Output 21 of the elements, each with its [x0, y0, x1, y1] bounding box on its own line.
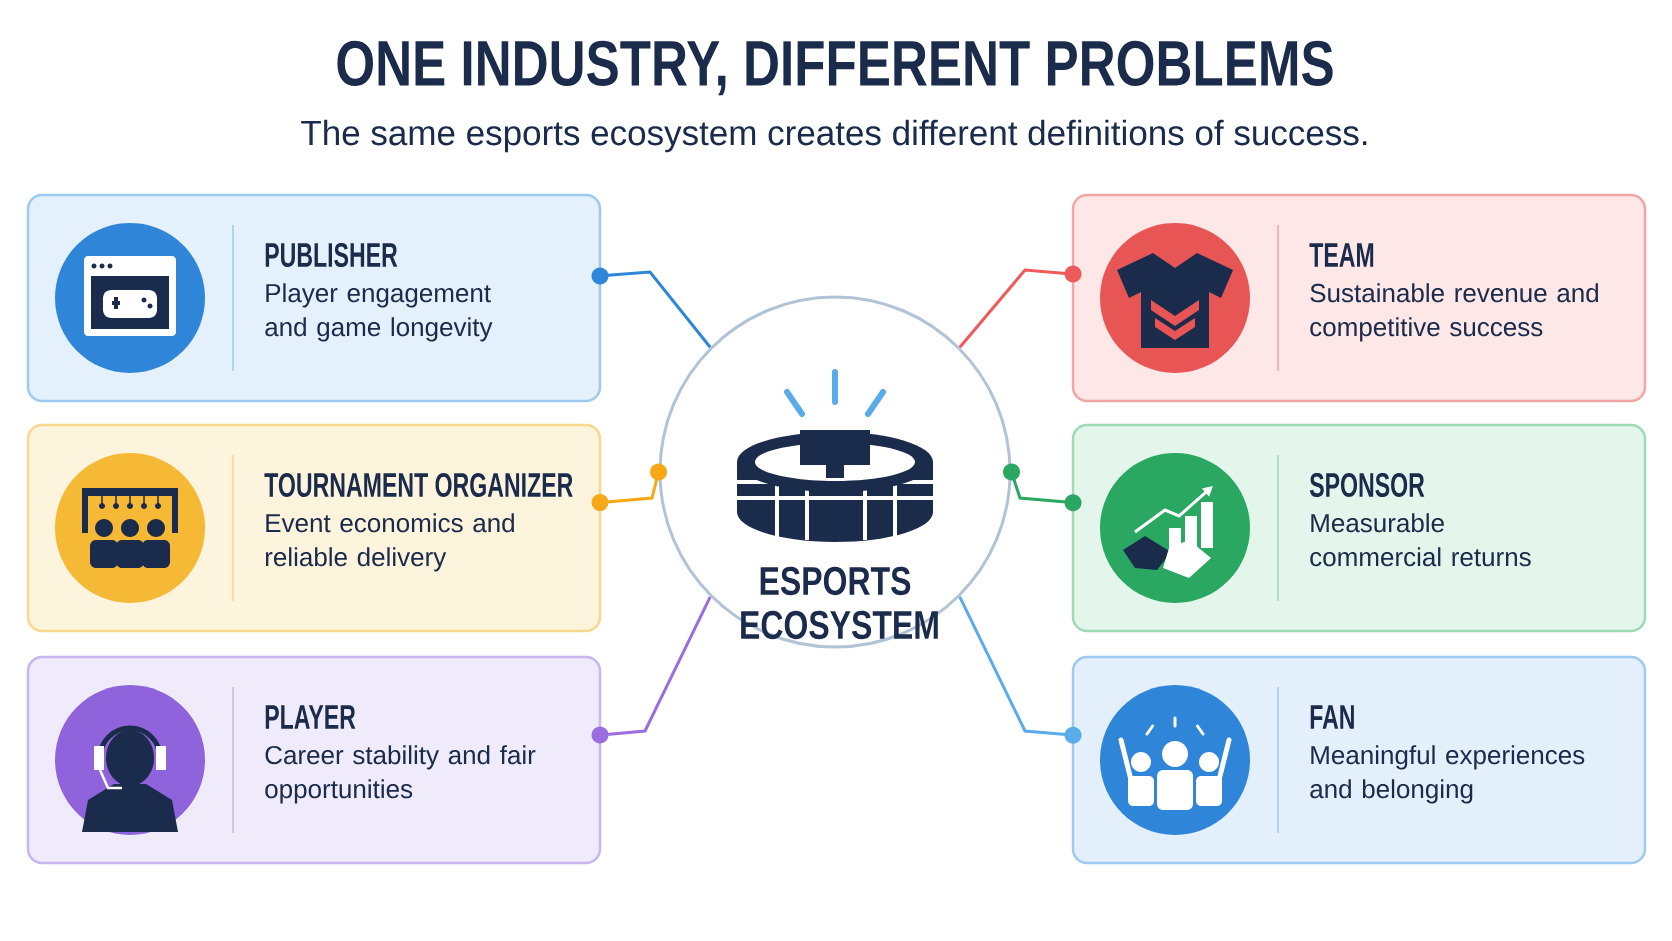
- card-description: Career stability and fair opportunities: [265, 745, 536, 804]
- connector-line: [1003, 463, 1082, 512]
- card-description: Player engagement and game longevity: [265, 283, 493, 342]
- subtitle: The same esports ecosystem creates different definitions of success.: [301, 119, 1367, 153]
- card-description: Sustainable revenue and competitive success: [1310, 283, 1598, 342]
- card-description: Meaningful experiences and belonging: [1310, 745, 1585, 804]
- card-heading: TEAM: [1309, 243, 1374, 267]
- card-heading: TOURNAMENT ORGANIZER: [264, 472, 573, 498]
- connector-line: [591, 267, 712, 349]
- connector-line: [958, 265, 1082, 349]
- connector-line: [591, 596, 712, 744]
- card-heading: PLAYER: [265, 705, 356, 729]
- title: ONE INDUSTRY, DIFFERENT PROBLEMS: [337, 40, 1333, 96]
- card-heading: PUBLISHER: [265, 242, 398, 268]
- connector-line: [958, 596, 1082, 744]
- card-description: Measurable commercial returns: [1310, 513, 1531, 567]
- card-heading: FAN: [1310, 705, 1354, 729]
- card-description: Event economics and reliable delivery: [265, 513, 514, 572]
- hub-label: ESPORTS ECOSYSTEM: [741, 566, 938, 640]
- connector-line: [591, 463, 667, 512]
- card-heading: SPONSOR: [1309, 472, 1425, 498]
